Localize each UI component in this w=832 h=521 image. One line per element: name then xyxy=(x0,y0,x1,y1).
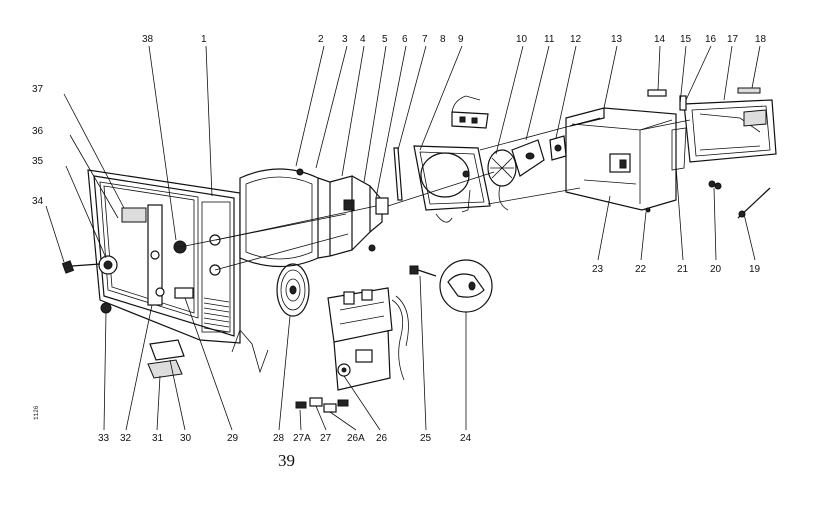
callout-15: 15 xyxy=(680,34,692,45)
callout-7: 7 xyxy=(422,34,428,45)
callout-32: 32 xyxy=(120,433,132,444)
callout-16: 16 xyxy=(705,34,717,45)
detail-bracket-24 xyxy=(439,259,493,313)
board-module-10 xyxy=(451,95,489,129)
callout-26a: 26A xyxy=(347,433,365,444)
panel-pieces xyxy=(147,339,185,379)
callout-2: 2 xyxy=(318,34,324,45)
explode-lines xyxy=(179,117,691,271)
callout-36: 36 xyxy=(32,126,44,137)
figure-number: 39 xyxy=(278,451,295,470)
callout-8: 8 xyxy=(440,34,446,45)
callout-22: 22 xyxy=(635,264,647,275)
cabinet-shell xyxy=(565,107,677,211)
callout-17: 17 xyxy=(727,34,739,45)
callout-29: 29 xyxy=(227,433,239,444)
side-code: 1126 xyxy=(33,405,40,420)
callout-28: 28 xyxy=(273,433,285,444)
connectors xyxy=(295,397,349,413)
yoke-assembly xyxy=(393,145,491,223)
picture-tube xyxy=(239,168,389,268)
bracket-12 xyxy=(549,135,567,161)
callout-5: 5 xyxy=(382,34,388,45)
small-parts-bottom xyxy=(708,180,771,219)
callout-20: 20 xyxy=(710,264,722,275)
callout-38: 38 xyxy=(142,34,154,45)
callout-9: 9 xyxy=(458,34,464,45)
callout-35: 35 xyxy=(32,156,44,167)
bolt-25 xyxy=(409,265,437,277)
callout-18: 18 xyxy=(755,34,767,45)
callout-14: 14 xyxy=(654,34,666,45)
callout-27: 27 xyxy=(320,433,332,444)
callout-12: 12 xyxy=(570,34,582,45)
speaker-grille xyxy=(203,297,230,333)
callout-13: 13 xyxy=(611,34,623,45)
callout-3: 3 xyxy=(342,34,348,45)
callout-6: 6 xyxy=(402,34,408,45)
chassis xyxy=(327,287,409,391)
callout-19: 19 xyxy=(749,264,761,275)
flyback-coil xyxy=(487,139,545,211)
callout-10: 10 xyxy=(516,34,528,45)
back-cover xyxy=(683,99,777,163)
callout-34: 34 xyxy=(32,196,44,207)
small-parts-top xyxy=(647,87,761,111)
callout-31: 31 xyxy=(152,433,164,444)
leader-lines xyxy=(45,45,761,431)
callout-labels: 1 2 3 4 5 6 7 8 9 10 11 12 13 14 15 16 1… xyxy=(32,34,767,444)
callout-30: 30 xyxy=(180,433,192,444)
callout-27a: 27A xyxy=(293,433,311,444)
screw-22 xyxy=(645,207,651,213)
callout-24: 24 xyxy=(460,433,472,444)
callout-4: 4 xyxy=(360,34,366,45)
callout-1: 1 xyxy=(201,34,207,45)
speaker xyxy=(276,263,310,317)
side-plate xyxy=(671,127,687,171)
callout-37: 37 xyxy=(32,84,44,95)
callout-26: 26 xyxy=(376,433,388,444)
callout-11: 11 xyxy=(544,34,555,45)
knob-34 xyxy=(61,260,101,274)
callout-21: 21 xyxy=(677,264,689,275)
callout-25: 25 xyxy=(420,433,432,444)
front-bezel xyxy=(87,169,241,344)
callout-23: 23 xyxy=(592,264,604,275)
callout-33: 33 xyxy=(98,433,110,444)
